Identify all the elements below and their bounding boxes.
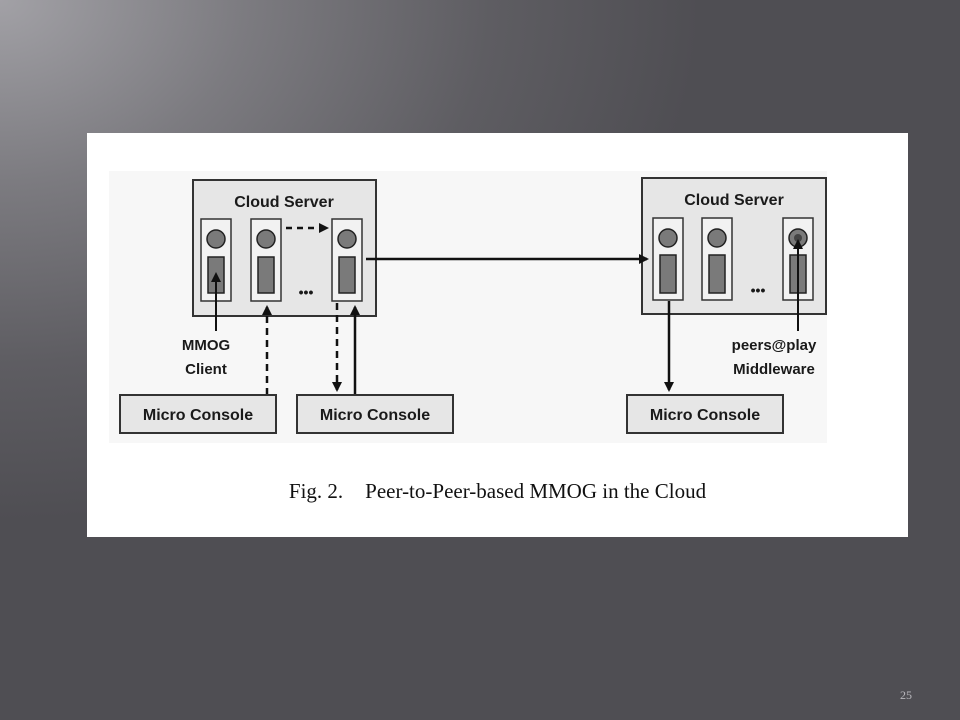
micro-console-2: Micro Console [296, 394, 454, 434]
figure-caption: Fig. 2. Peer-to-Peer-based MMOG in the Cl… [87, 479, 908, 504]
right-ellipsis: ••• [751, 282, 766, 298]
right-server-label: Cloud Server [684, 192, 784, 209]
mmog-client-label-line1: MMOG [182, 337, 230, 354]
middleware-label-line2: Middleware [733, 361, 815, 378]
server-module [250, 218, 282, 302]
figure: Cloud Server ••• [87, 133, 908, 537]
console-label: Micro Console [143, 407, 253, 424]
caption-label: Fig. 2. [288, 479, 344, 503]
console-label: Micro Console [320, 407, 430, 424]
caption-text: Peer-to-Peer-based MMOG in the Cloud [365, 479, 707, 503]
mmog-client-label-line2: Client [185, 361, 227, 378]
p2p-mmog-diagram: Cloud Server ••• [109, 171, 827, 443]
server-module [331, 218, 363, 302]
micro-console-1: Micro Console [119, 394, 277, 434]
middleware-label-line1: peers@play [732, 337, 817, 354]
server-module [652, 217, 684, 301]
slide-number: 25 [900, 688, 912, 702]
micro-console-3: Micro Console [626, 394, 784, 434]
server-module [701, 217, 733, 301]
console-label: Micro Console [650, 407, 760, 424]
left-ellipsis: ••• [299, 284, 314, 300]
right-cloud-server: Cloud Server ••• [641, 177, 827, 315]
left-cloud-server: Cloud Server ••• [192, 179, 377, 317]
server-module [782, 217, 814, 301]
left-server-label: Cloud Server [234, 194, 334, 211]
